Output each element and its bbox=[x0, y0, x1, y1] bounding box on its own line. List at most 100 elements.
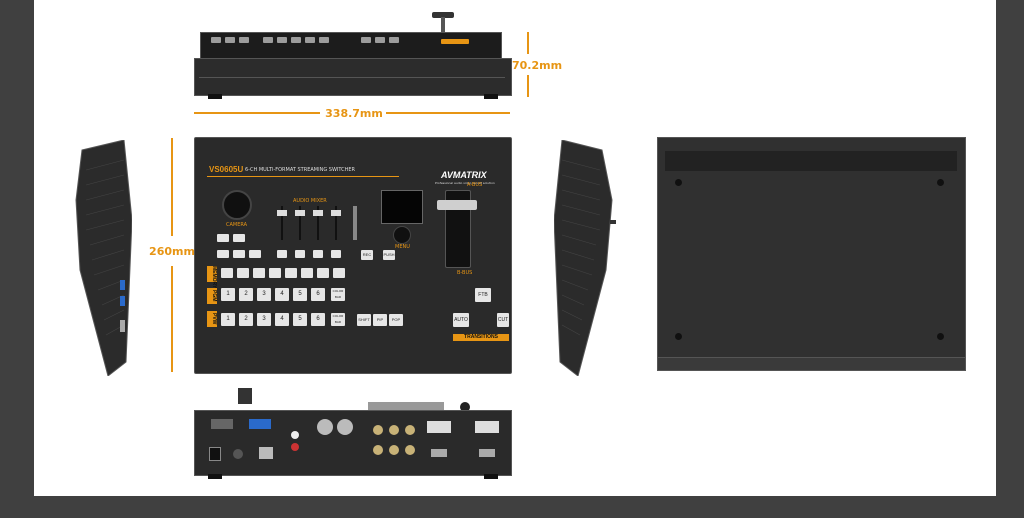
row-label-pgm: PGM bbox=[207, 288, 217, 304]
front-view: VS0605U 6-CH MULTI-FORMAT STREAMING SWIT… bbox=[194, 137, 512, 374]
shift-button[interactable]: SHIFT bbox=[357, 314, 371, 326]
camera-button[interactable] bbox=[233, 250, 245, 258]
camera-button[interactable] bbox=[217, 234, 229, 242]
memory-button[interactable] bbox=[301, 268, 313, 278]
screw bbox=[675, 179, 682, 186]
t-bar[interactable] bbox=[437, 200, 477, 210]
push-button[interactable]: PUSH bbox=[383, 250, 395, 260]
sdi-port bbox=[389, 445, 399, 455]
memory-button[interactable] bbox=[317, 268, 329, 278]
t-bar-stem bbox=[441, 17, 445, 35]
height-dim-label: 70.2mm bbox=[512, 59, 563, 72]
audio-fader-4[interactable] bbox=[331, 206, 341, 240]
pvw-button-2[interactable]: 2 bbox=[239, 313, 253, 326]
audio-button[interactable] bbox=[313, 250, 323, 258]
sdi-port bbox=[373, 445, 383, 455]
rear-t-bar-right bbox=[460, 402, 470, 412]
rear-view bbox=[194, 388, 512, 484]
audio-fader-2[interactable] bbox=[295, 206, 305, 240]
bottom-view bbox=[657, 137, 966, 371]
memory-button[interactable] bbox=[333, 268, 345, 278]
xlr-input-2 bbox=[337, 419, 353, 435]
lan-port bbox=[259, 447, 273, 459]
screw bbox=[937, 333, 944, 340]
lcd-screen bbox=[381, 190, 423, 224]
foot bbox=[208, 94, 222, 99]
sdi-port bbox=[389, 425, 399, 435]
rear-panel bbox=[194, 410, 512, 476]
audio-button[interactable] bbox=[295, 250, 305, 258]
memory-button[interactable] bbox=[285, 268, 297, 278]
screw bbox=[675, 333, 682, 340]
audio-button[interactable] bbox=[331, 250, 341, 258]
pvw-color-bar-button[interactable]: COLOR BAR bbox=[331, 313, 345, 326]
rca-audio-white bbox=[291, 431, 299, 439]
pvw-button-1[interactable]: 1 bbox=[221, 313, 235, 326]
menu-label: MENU bbox=[395, 244, 410, 250]
row-label-pvw: PVW bbox=[207, 311, 217, 327]
audio-button[interactable] bbox=[277, 250, 287, 258]
b-bus-label: B-BUS bbox=[457, 270, 473, 276]
cut-button[interactable]: CUT bbox=[497, 313, 509, 327]
depth-dim-label: 260mm bbox=[149, 245, 195, 258]
hdmi-port bbox=[479, 449, 495, 457]
dvi-port bbox=[427, 421, 451, 433]
pvw-button-6[interactable]: 6 bbox=[311, 313, 325, 326]
audio-fader-3[interactable] bbox=[313, 206, 323, 240]
camera-button[interactable] bbox=[217, 250, 229, 258]
pop-button[interactable]: POP bbox=[389, 314, 403, 326]
brand-tag: Professional audio video record solution bbox=[435, 181, 495, 185]
bottom-front-lip bbox=[657, 357, 966, 371]
rs232-port bbox=[211, 419, 233, 429]
rear-top-strip bbox=[368, 402, 444, 412]
bottom-rear-connectors bbox=[665, 151, 957, 171]
camera-joystick[interactable] bbox=[222, 190, 252, 220]
memory-button[interactable] bbox=[269, 268, 281, 278]
pvw-button-4[interactable]: 4 bbox=[275, 313, 289, 326]
pgm-button-2[interactable]: 2 bbox=[239, 288, 253, 301]
model-name: VS0605U bbox=[209, 165, 244, 174]
width-dim-line bbox=[386, 112, 510, 114]
pgm-color-bar-button[interactable]: COLOR BAR bbox=[331, 288, 345, 301]
screw bbox=[937, 179, 944, 186]
rear-t-bar bbox=[238, 388, 252, 404]
pip-button[interactable]: PIP bbox=[373, 314, 387, 326]
model-subtitle: 6-CH MULTI-FORMAT STREAMING SWITCHER bbox=[245, 167, 356, 173]
rca-audio-red bbox=[291, 443, 299, 451]
width-dim-line bbox=[194, 112, 320, 114]
pvw-button-3[interactable]: 3 bbox=[257, 313, 271, 326]
row-label-memory: MEMORY bbox=[207, 266, 217, 288]
audio-meter bbox=[353, 206, 357, 240]
audio-mixer-label: AUDIO MIXER bbox=[293, 198, 327, 204]
menu-knob[interactable] bbox=[393, 226, 411, 244]
top-view-body bbox=[194, 58, 512, 96]
dc-input bbox=[233, 449, 243, 459]
memory-button[interactable] bbox=[221, 268, 233, 278]
depth-dim-line bbox=[171, 266, 173, 372]
pvw-button-5[interactable]: 5 bbox=[293, 313, 307, 326]
camera-button[interactable] bbox=[233, 234, 245, 242]
pgm-button-5[interactable]: 5 bbox=[293, 288, 307, 301]
audio-fader-1[interactable] bbox=[277, 206, 287, 240]
rec-button[interactable]: REC bbox=[361, 250, 373, 260]
pgm-button-4[interactable]: 4 bbox=[275, 288, 289, 301]
camera-button[interactable] bbox=[249, 250, 261, 258]
memory-button[interactable] bbox=[237, 268, 249, 278]
power-switch bbox=[209, 447, 221, 461]
depth-dim-line bbox=[171, 138, 173, 236]
a-bus-label: A-BUS bbox=[467, 182, 483, 188]
hdmi-port bbox=[431, 449, 447, 457]
camera-label: CAMERA bbox=[226, 222, 248, 228]
brand-logo: AVMATRIX bbox=[441, 170, 487, 180]
product-sheet: 70.2mm 338.7mm 260mm VS0605U 6-CH MULTI-… bbox=[34, 0, 996, 496]
foot bbox=[484, 94, 498, 99]
pgm-button-1[interactable]: 1 bbox=[221, 288, 235, 301]
pgm-button-3[interactable]: 3 bbox=[257, 288, 271, 301]
memory-button[interactable] bbox=[253, 268, 265, 278]
pgm-button-6[interactable]: 6 bbox=[311, 288, 325, 301]
right-side-silhouette bbox=[553, 139, 618, 377]
left-side-silhouette bbox=[52, 139, 133, 377]
ftb-button[interactable]: FTB bbox=[475, 288, 491, 302]
auto-button[interactable]: AUTO bbox=[453, 313, 469, 327]
vga-port bbox=[249, 419, 271, 429]
